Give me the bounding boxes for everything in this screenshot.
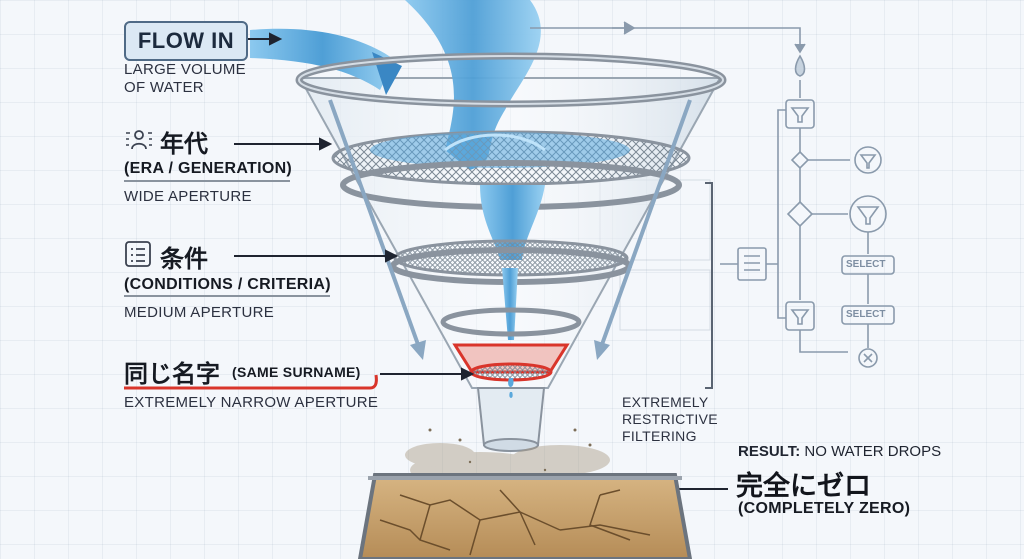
stage2-desc: MEDIUM APERTURE: [124, 304, 275, 321]
flow-in-badge: FLOW IN: [124, 21, 248, 61]
flowchart-select-2: SELECT: [846, 309, 886, 320]
dry-soil-tray: [357, 473, 693, 559]
filtering-line2: RESTRICTIVE: [622, 411, 718, 427]
stage1-title: 年代: [160, 130, 208, 158]
stage2-title: 条件: [160, 245, 208, 273]
result-line: RESULT: NO WATER DROPS: [738, 443, 941, 460]
funnel-ring-3: [440, 307, 582, 337]
flowchart-diagram: [530, 21, 895, 368]
filtering-line1: EXTREMELY: [622, 394, 709, 410]
flowchart-select-1: SELECT: [846, 259, 886, 270]
stage3-subtitle: (SAME SURNAME): [232, 364, 361, 380]
flow-arrow-left: [328, 99, 422, 351]
flow-in-desc-line2: OF WATER: [124, 79, 204, 96]
red-underline: [124, 374, 378, 390]
water-stream-left: [250, 28, 395, 90]
stage1-subtitle: (ERA / GENERATION): [124, 160, 293, 177]
filtering-bracket: [705, 182, 713, 389]
stage3-desc: EXTREMELY NARROW APERTURE: [124, 394, 379, 411]
flow-in-desc-line1: LARGE VOLUME: [124, 61, 246, 78]
stage2-subtitle: (CONDITIONS / CRITERIA): [124, 276, 331, 293]
soil-cracks: [379, 489, 651, 556]
result-subtitle: (COMPLETELY ZERO): [738, 500, 911, 517]
checklist-icon: [125, 241, 151, 267]
stage3-title: 同じ名字: [124, 360, 220, 388]
water-stream-main: [405, 0, 541, 170]
flow-arrow-right: [598, 99, 692, 351]
result-title: 完全にゼロ: [736, 471, 871, 502]
people-icon: [126, 130, 152, 150]
result-prefix: RESULT:: [738, 443, 801, 460]
filtering-line3: FILTERING: [622, 428, 697, 444]
stage1-desc: WIDE APERTURE: [124, 188, 252, 205]
result-text: NO WATER DROPS: [804, 443, 942, 460]
